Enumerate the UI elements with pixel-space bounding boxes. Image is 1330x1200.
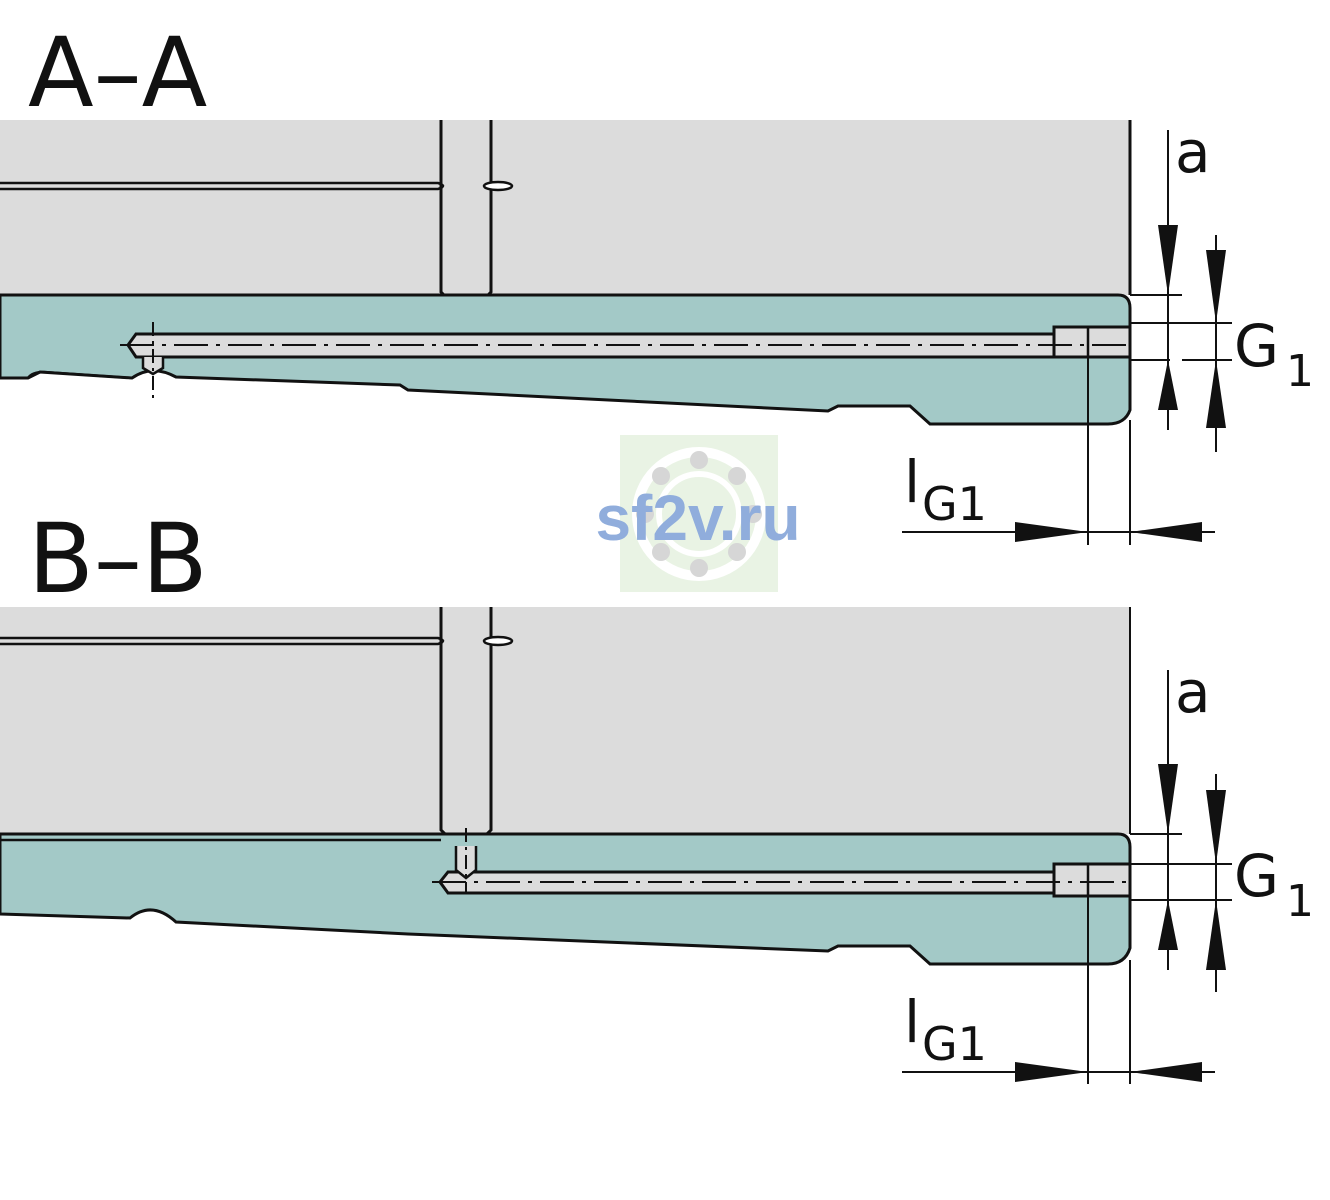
watermark-text: sf2v.ru <box>595 482 800 554</box>
lube-bore-a <box>126 332 1056 359</box>
grey-housing-b <box>0 607 1130 834</box>
section-b-b: B–B a G 1 <box>0 503 1314 1084</box>
dim-g1-label-b: G <box>1234 842 1279 910</box>
teal-bed-b <box>0 832 1132 966</box>
dim-g1-subscript-a: 1 <box>1286 346 1314 397</box>
dim-lg1-label-a: l <box>904 448 920 516</box>
dim-g1-subscript-b: 1 <box>1286 876 1314 927</box>
dim-lg1-label-b: l <box>904 988 920 1056</box>
bearing-icon <box>632 447 766 581</box>
horizontal-groove-a <box>0 181 445 191</box>
section-a-a-title: A–A <box>28 17 207 129</box>
grey-housing-a <box>0 120 1130 307</box>
thread-g1-a <box>1052 325 1132 359</box>
watermark: sf2v.ru <box>595 435 801 592</box>
teal-bed-a <box>0 293 1132 426</box>
thread-g1-b <box>1052 862 1132 898</box>
dim-a-label-b: a <box>1175 658 1211 726</box>
dim-lg1-subscript-b: G1 <box>922 1017 987 1071</box>
dim-g1-label-a: G <box>1234 312 1279 380</box>
dim-lg1-subscript-a: G1 <box>922 477 987 531</box>
section-b-b-title: B–B <box>28 503 208 615</box>
dim-a-label-a: a <box>1175 118 1211 186</box>
section-a-a: A–A a G 1 <box>0 17 1314 545</box>
horizontal-groove-b <box>0 636 445 646</box>
